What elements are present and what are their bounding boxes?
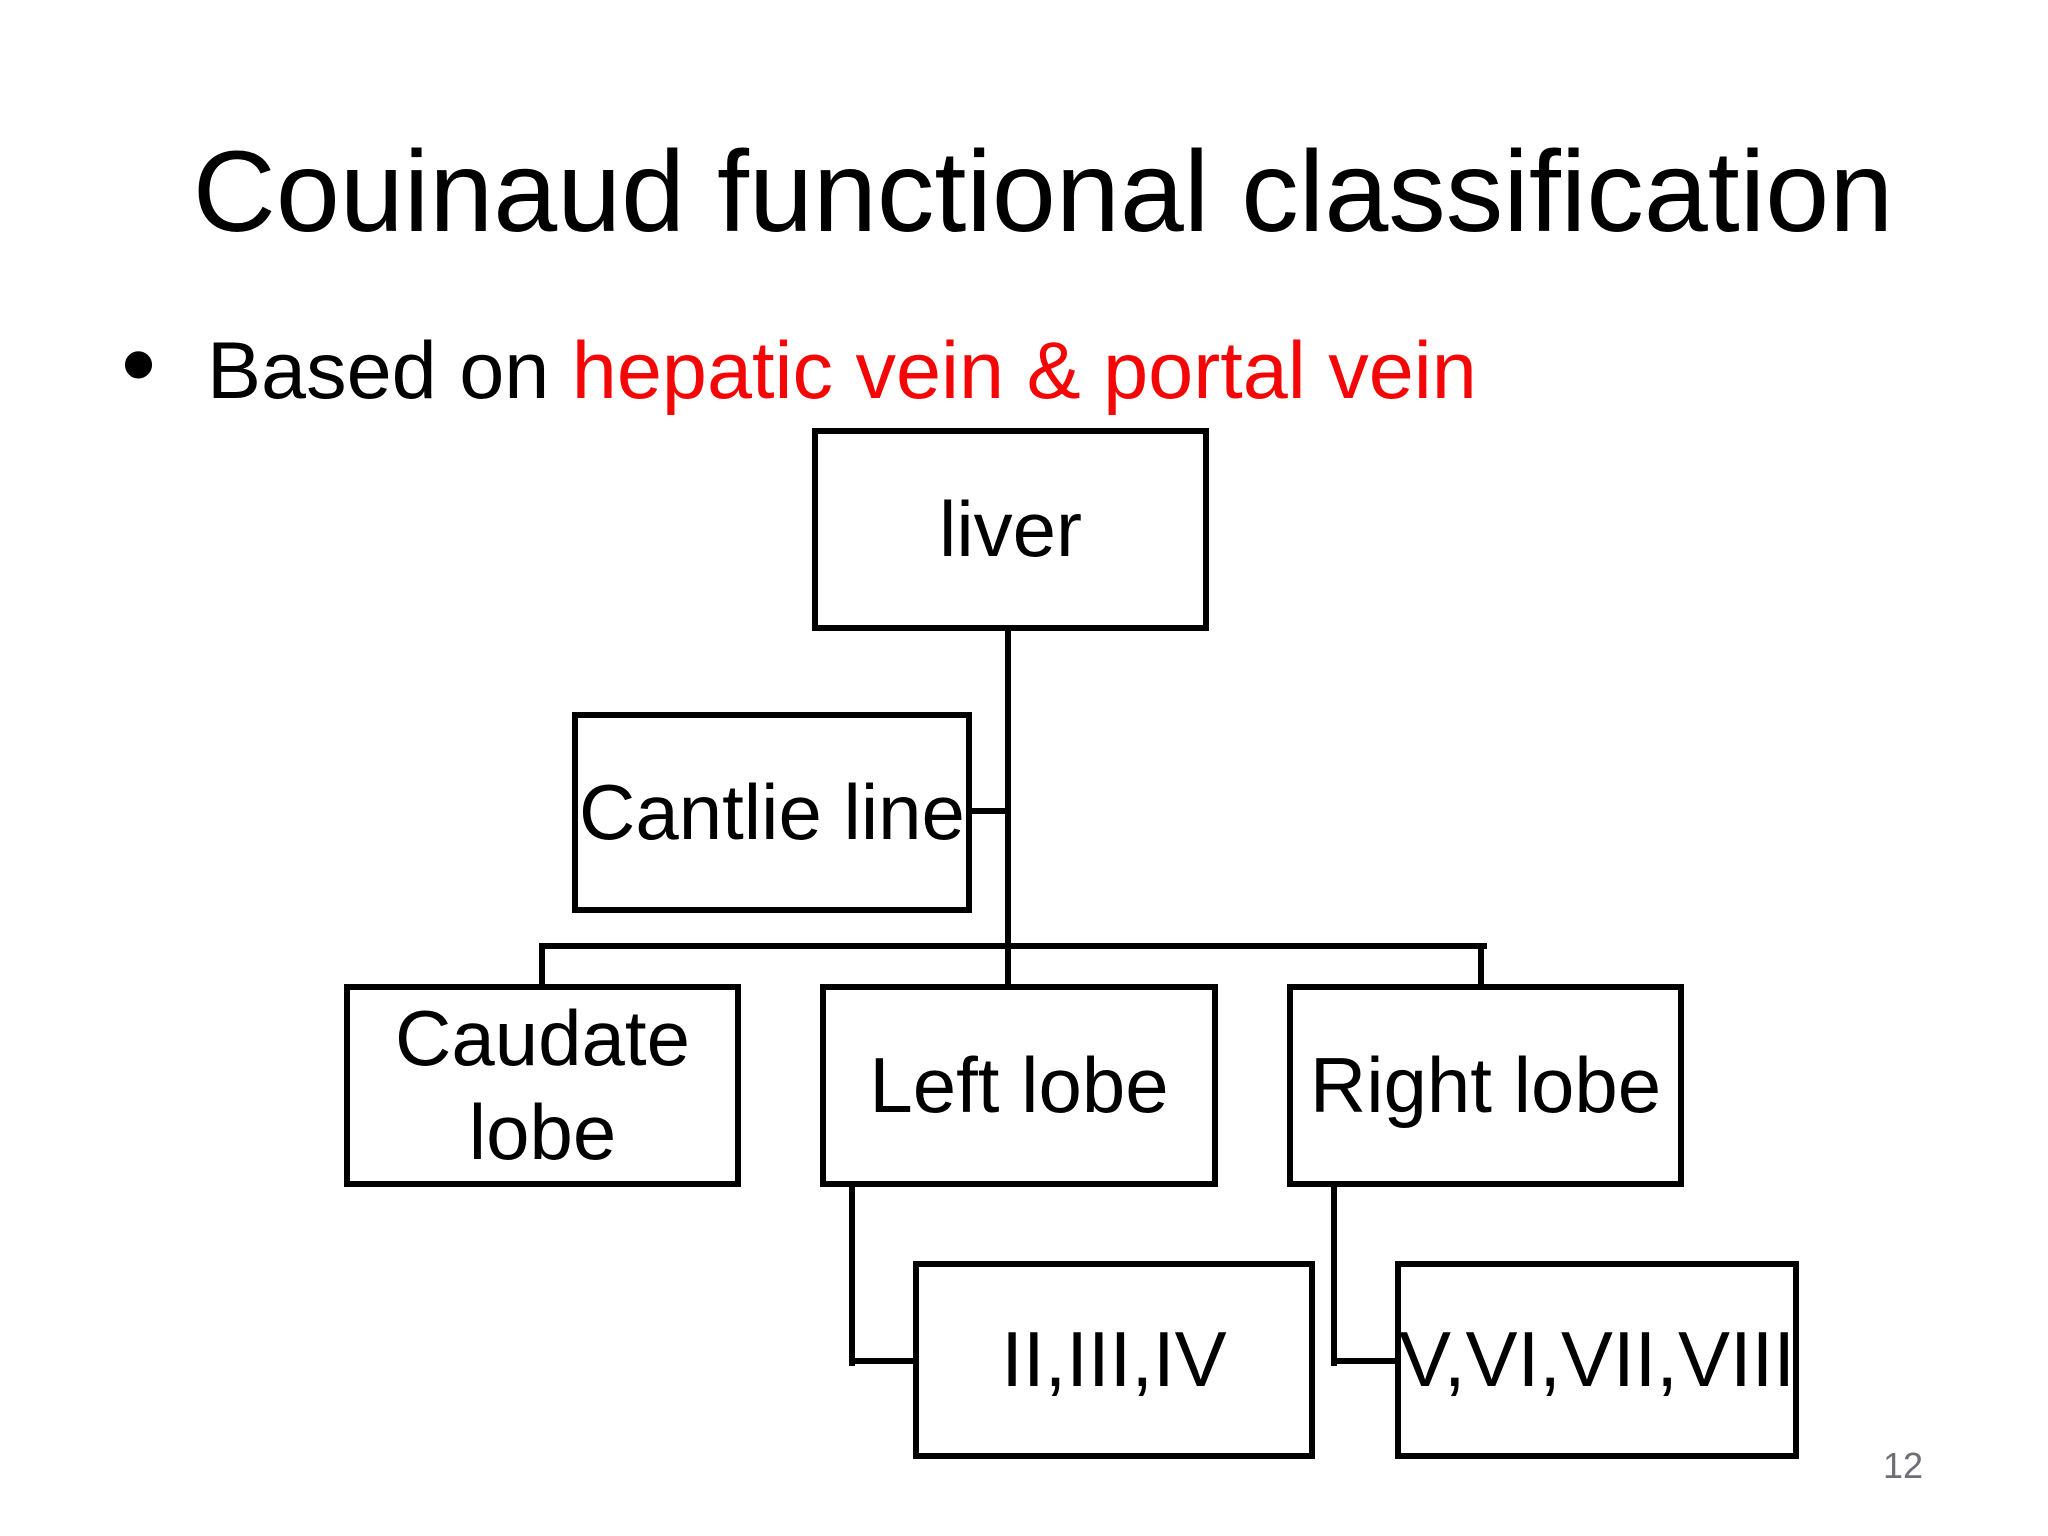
bullet-line: •Based on hepatic vein & portal vein <box>121 314 1477 414</box>
node-liver-label: liver <box>938 484 1082 573</box>
node-right-lobe: Right lobe <box>1287 984 1684 1187</box>
node-cantlie-line: Cantlie line <box>572 712 972 913</box>
connector-cantlie-stub <box>966 808 1011 814</box>
connector-right-segments-stub <box>1331 1358 1401 1364</box>
node-left-segments-label: II,III,IV <box>1001 1315 1227 1404</box>
slide-title-text: Couinaud functional classification <box>192 128 1894 256</box>
connector-left-segments-stub <box>849 1358 919 1364</box>
node-left-segments: II,III,IV <box>913 1261 1315 1459</box>
slide-title: Couinaud functional classification <box>0 135 2048 250</box>
node-right-lobe-label: Right lobe <box>1309 1040 1662 1129</box>
node-left-lobe: Left lobe <box>820 984 1218 1187</box>
connector-caudate-drop <box>539 943 545 988</box>
node-right-segments-label: V,VI,VII,VIII <box>1399 1315 1795 1404</box>
node-cantlie-line-label: Cantlie line <box>579 767 965 856</box>
connector-right-lobe-drop <box>1478 943 1484 988</box>
page-number: 12 <box>1882 1445 1923 1486</box>
bullet-text-black: Based on <box>207 326 572 416</box>
node-left-lobe-label: Left lobe <box>869 1040 1169 1129</box>
connector-main-horizontal <box>539 943 1487 949</box>
node-liver: liver <box>812 428 1209 631</box>
connector-left-segments-vertical <box>849 1186 855 1366</box>
connector-right-segments-vertical <box>1331 1186 1337 1366</box>
bullet-text-red: hepatic vein & portal vein <box>571 326 1477 416</box>
bullet-marker-icon: • <box>121 308 157 420</box>
node-right-segments: V,VI,VII,VIII <box>1395 1261 1799 1459</box>
